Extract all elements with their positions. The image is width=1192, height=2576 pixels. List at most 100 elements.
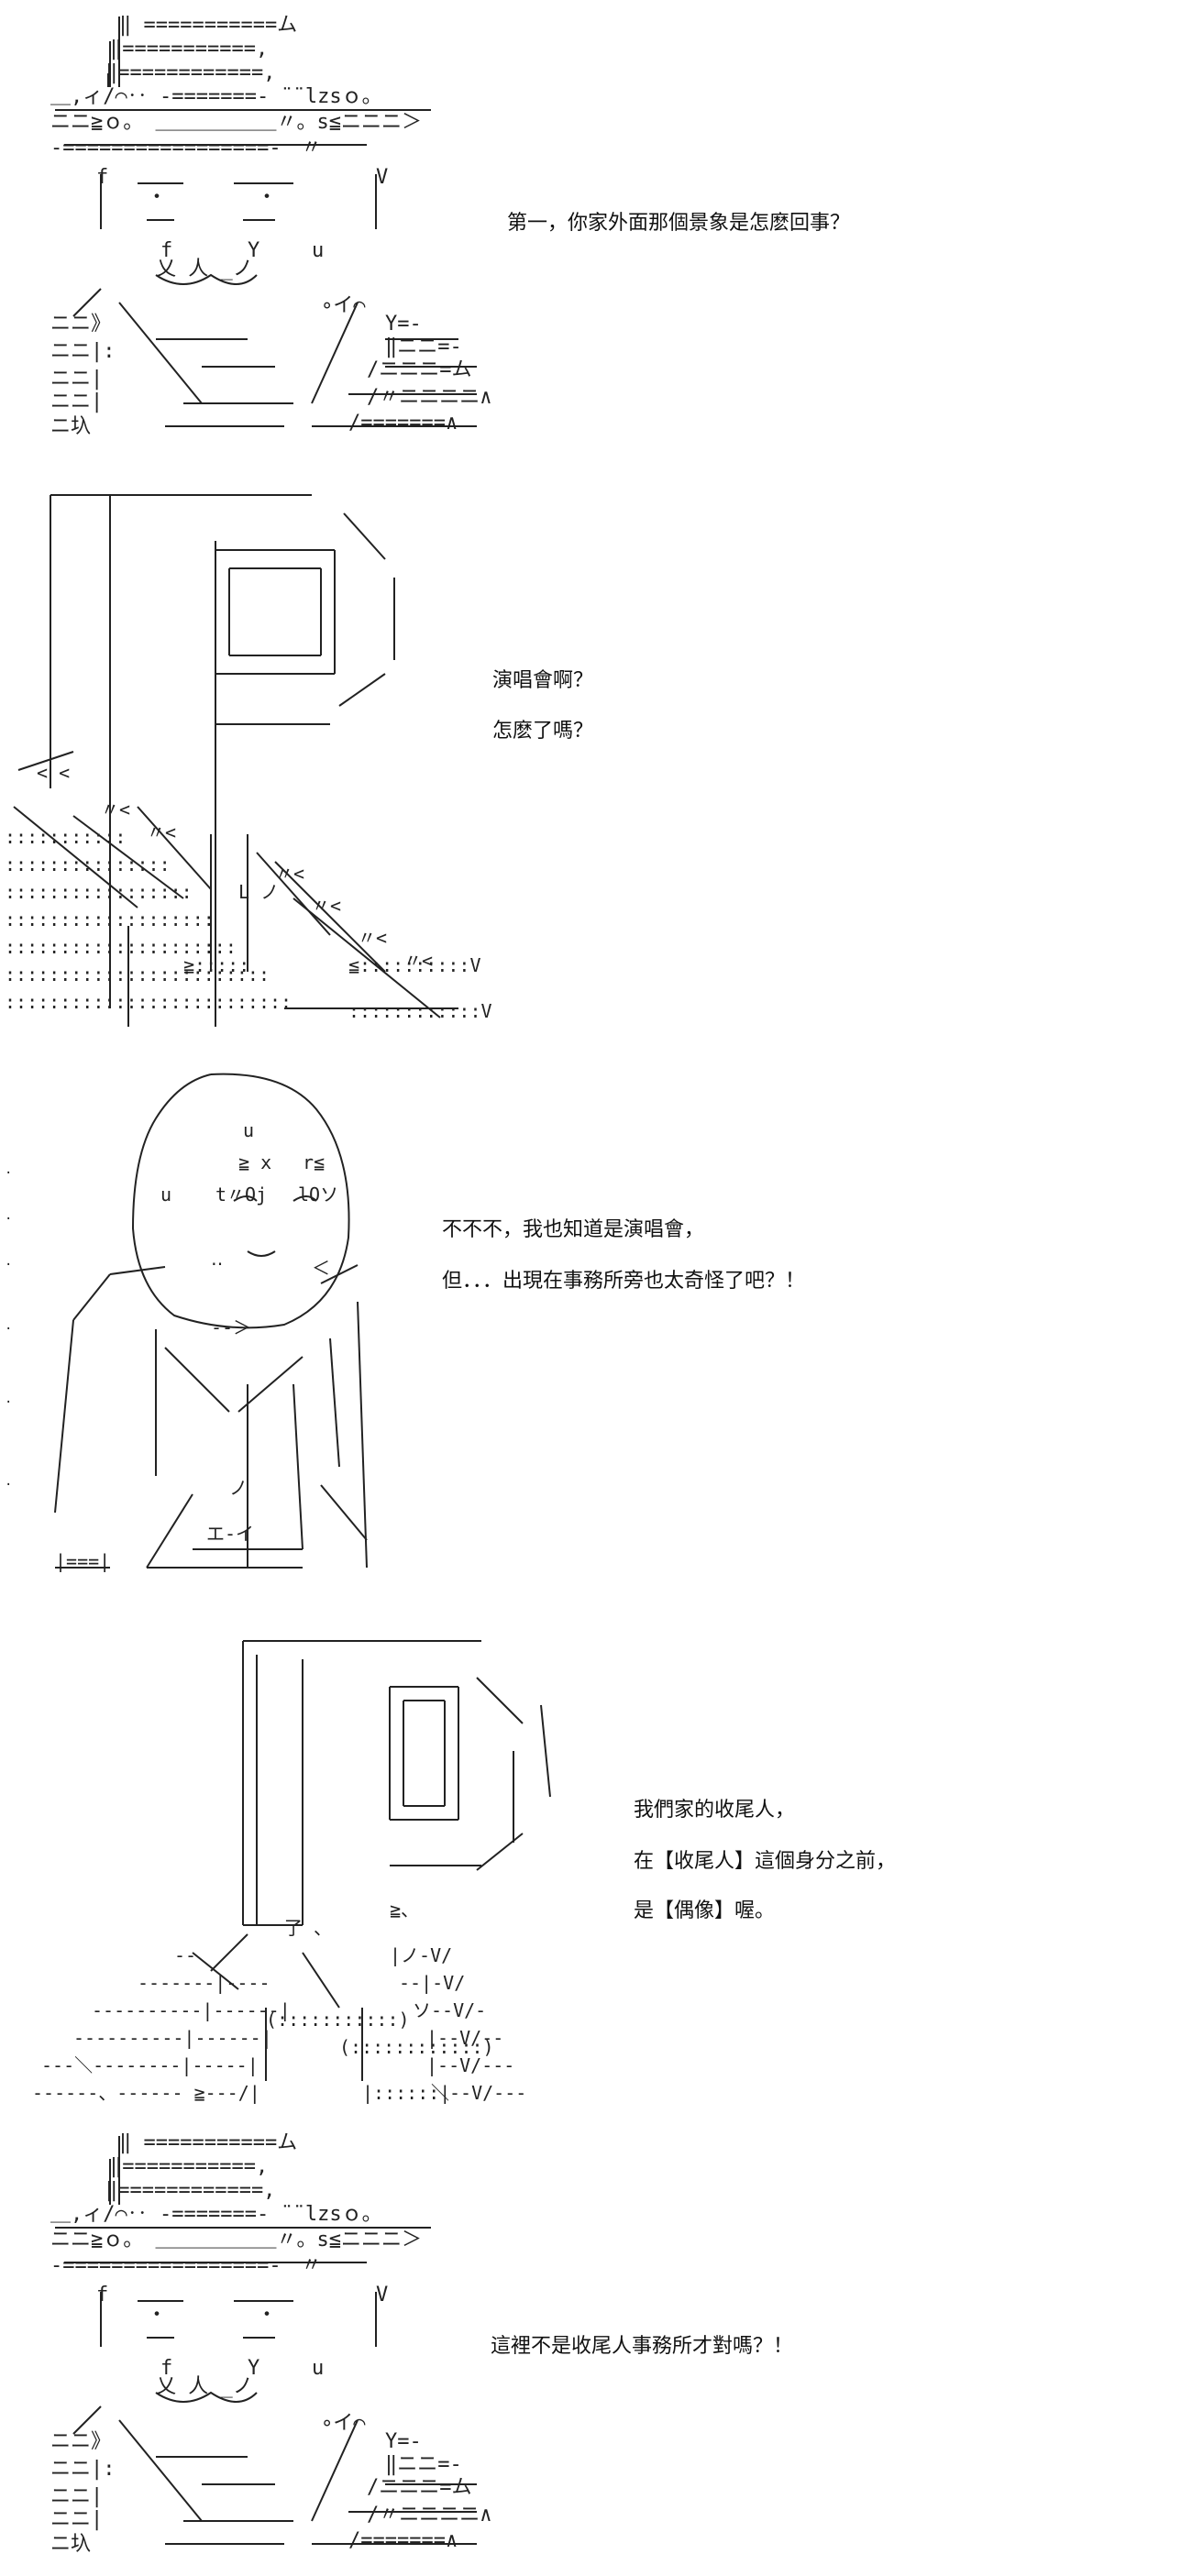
svg-text:V: V	[376, 2284, 388, 2306]
svg-text:〃<: 〃<	[403, 950, 433, 972]
svg-text:〃<: 〃<	[312, 895, 341, 917]
svg-text:lOソ: lOソ	[298, 1183, 338, 1205]
svg-text:≧:::::: ≧:::::	[183, 954, 249, 976]
svg-text:(:::::::::::): (:::::::::::)	[266, 2009, 410, 2031]
svg-text::::::::::::: :::::::::::	[5, 826, 126, 848]
svg-text:‖ ===========ム: ‖ ===========ム	[119, 2131, 297, 2154]
dialogue-line: 是【偶像】喔。	[634, 1899, 776, 1922]
svg-text:〃<: 〃<	[101, 798, 130, 820]
svg-text:-=================- 〃: -=================- 〃	[50, 137, 322, 160]
svg-text:‥: ‥	[211, 1248, 223, 1270]
svg-text:(::::::::::::): (::::::::::::)	[339, 2036, 494, 2058]
svg-text:ニニ|: ニニ|	[50, 391, 103, 413]
svg-text:-------|----: -------|----	[138, 1972, 270, 1994]
svg-text:〃<: 〃<	[147, 821, 176, 843]
svg-text:・: ・	[257, 186, 277, 209]
svg-text:‖ニニ=-: ‖ニニ=-	[385, 2453, 462, 2476]
svg-text:ニニ|:: ニニ|:	[50, 340, 116, 363]
dialogue-line: 我們家的收尾人，	[634, 1799, 796, 1822]
svg-text:＿,ィ/⌒‥ -=======- ¨¨lzsｏ。: ＿,ィ/⌒‥ -=======- ¨¨lzsｏ。	[50, 85, 382, 108]
svg-text:＜: ＜	[312, 1257, 330, 1279]
svg-text:/ニニニ=ム: /ニニニ=ム	[367, 358, 472, 381]
svg-text:.: .	[5, 1318, 12, 1333]
dialogue-line: 在【收尾人】這個身分之前，	[634, 1850, 897, 1873]
svg-text:f: f	[96, 2284, 108, 2306]
svg-text:乂 人 _ノ: 乂 人 _ノ	[156, 258, 253, 281]
svg-text:|::::::|: |::::::|	[362, 2082, 450, 2104]
svg-text:‖ニニ=-: ‖ニニ=-	[385, 336, 462, 358]
svg-text:‖ ===========ム: ‖ ===========ム	[119, 14, 297, 37]
svg-text:〃<: 〃<	[275, 863, 304, 885]
svg-text:〃<: 〃<	[358, 927, 387, 949]
svg-text:≧ x: ≧ x	[238, 1151, 271, 1173]
svg-text:‖===========,: ‖===========,	[110, 38, 268, 61]
panel-5: ‖ ===========ム ‖===========, ‖==========…	[0, 2118, 1192, 2576]
svg-text:--|-V/: --|-V/	[399, 1972, 465, 1994]
panel-1: ‖ ===========ム ‖===========, ‖==========…	[0, 0, 1192, 449]
svg-text:V: V	[376, 166, 388, 189]
svg-text:/ニニニ=ム: /ニニニ=ム	[367, 2476, 472, 2499]
svg-text:----------|------|: ----------|------|	[73, 2027, 272, 2049]
svg-text:/〃ニニニニ∧: /〃ニニニニ∧	[367, 2504, 492, 2526]
svg-text::::::::::::::::::: :::::::::::::::::	[5, 881, 193, 903]
svg-text:ニニ|: ニニ|	[50, 2508, 103, 2531]
svg-text:・: ・	[257, 2304, 277, 2327]
svg-text:・: ・	[147, 2304, 167, 2327]
ascii-art-p-sign-crowd: 了 、 ≧、 -- |ノ-V/ -------|---- --|-V/ ----…	[0, 1623, 587, 2108]
svg-text:--＞: --＞	[211, 1316, 251, 1338]
svg-text:Y: Y	[248, 2357, 259, 2380]
svg-text:L ノ: L ノ	[238, 881, 279, 903]
svg-text:::::::::::::::::::::::::::: ::::::::::::::::::::::::::	[5, 991, 292, 1013]
svg-text:|--V/---: |--V/---	[426, 2054, 514, 2076]
svg-text::::::::::::::::::::: :::::::::::::::::::	[5, 908, 215, 930]
ascii-art-hat-man: ‖ ===========ム ‖===========, ‖==========…	[0, 0, 513, 449]
ascii-art-round-head-man: u ≧ x r≦ u t〃Oj lOソ |===| ‥ ＜ --＞ ノ エ-イ …	[0, 1054, 513, 1613]
svg-text:.: .	[5, 1392, 12, 1406]
svg-text:.: .	[5, 1474, 12, 1489]
svg-text:|ノ-V/: |ノ-V/	[390, 1944, 452, 1966]
svg-text:u: u	[160, 1183, 171, 1205]
svg-text:::::::::::::V: ::::::::::::V	[348, 1000, 492, 1022]
svg-text:f: f	[96, 166, 108, 189]
panel-3: u ≧ x r≦ u t〃Oj lOソ |===| ‥ ＜ --＞ ノ エ-イ …	[0, 1054, 1192, 1613]
ascii-art-p-sign: ::::::::::: ::::::::::::::: ::::::::::::…	[0, 458, 513, 1045]
svg-text:::::::::::::::::::::::::: ::::::::::::::::::::::::	[5, 963, 270, 985]
svg-text:Y: Y	[248, 239, 259, 262]
svg-text:r≦: r≦	[303, 1151, 325, 1173]
svg-text:∘イ⌒: ∘イ⌒	[321, 294, 366, 317]
dialogue-line: 怎麽了嗎？	[492, 720, 594, 743]
svg-text:Y=-: Y=-	[385, 313, 422, 336]
svg-text:エ-イ: エ-イ	[206, 1523, 254, 1545]
svg-text:------、------ ≧---/|: ------、------ ≧---/|	[32, 2082, 260, 2104]
svg-text:ニニ≧ｏ。 ＿＿＿＿＿＿〃。s≦ニニニ＞: ニニ≧ｏ。 ＿＿＿＿＿＿〃。s≦ニニニ＞	[50, 111, 422, 134]
svg-text:∘イ⌒: ∘イ⌒	[321, 2412, 366, 2435]
svg-text:・: ・	[147, 186, 167, 209]
svg-text:ニニ|: ニニ|	[50, 368, 103, 391]
panel-2: ::::::::::: ::::::::::::::: ::::::::::::…	[0, 458, 1192, 1045]
svg-text:≦::::::::::V: ≦::::::::::V	[348, 954, 481, 976]
dialogue-line: 但．．．出現在事務所旁也太奇怪了吧？！	[442, 1270, 806, 1293]
svg-text:‖===========,: ‖===========,	[110, 2155, 268, 2178]
svg-text:Y=-: Y=-	[385, 2430, 422, 2453]
svg-text:.: .	[5, 1162, 12, 1177]
svg-text:----------|------|: ----------|------|	[92, 1999, 291, 2021]
svg-text:ニニ》: ニニ》	[50, 2430, 111, 2453]
svg-text:ニニ≧ｏ。 ＿＿＿＿＿＿〃。s≦ニニニ＞: ニニ≧ｏ。 ＿＿＿＿＿＿〃。s≦ニニニ＞	[50, 2229, 422, 2251]
dialogue-line: 演唱會啊？	[492, 669, 594, 692]
svg-text:f: f	[160, 2357, 172, 2380]
svg-text:-=================- 〃: -=================- 〃	[50, 2254, 322, 2277]
svg-text:|===|: |===|	[55, 1550, 110, 1572]
svg-text:/〃ニニニニ∧: /〃ニニニニ∧	[367, 386, 492, 409]
svg-text::::::::::::::::::::::: :::::::::::::::::::::	[5, 936, 237, 958]
svg-text:≧、: ≧、	[390, 1899, 419, 1921]
svg-text:ニニ|:: ニニ|:	[50, 2458, 116, 2481]
panel-4: 了 、 ≧、 -- |ノ-V/ -------|---- --|-V/ ----…	[0, 1623, 1192, 2108]
svg-text:.: .	[5, 1254, 12, 1269]
svg-text:‖============,: ‖============,	[105, 61, 275, 84]
svg-text:< <: < <	[37, 762, 70, 784]
svg-text:ニ圦: ニ圦	[50, 415, 91, 438]
svg-text:.: .	[5, 1208, 12, 1223]
svg-text:u: u	[312, 239, 324, 262]
svg-text:了 、: 了 、	[284, 1917, 332, 1939]
svg-text:乂 人 _ノ: 乂 人 _ノ	[156, 2375, 253, 2398]
